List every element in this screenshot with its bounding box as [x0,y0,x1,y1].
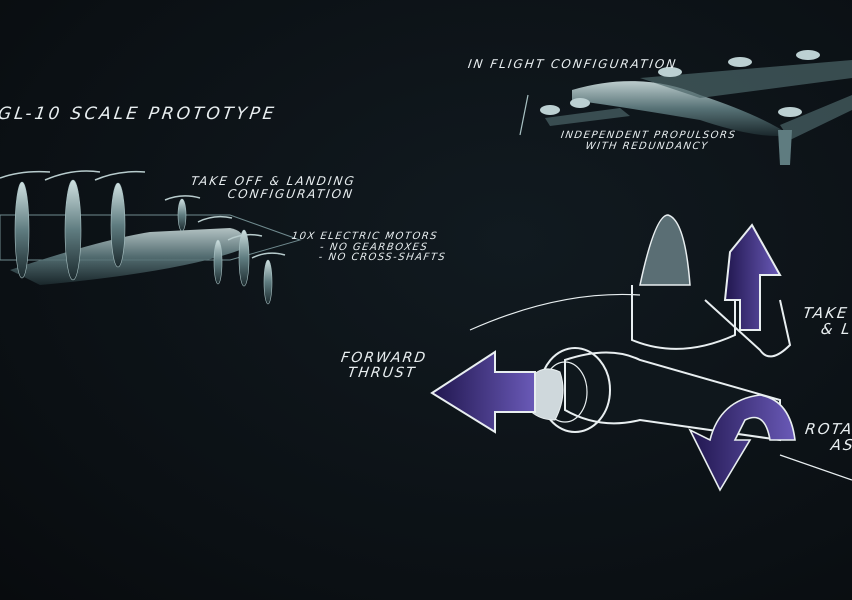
takeoff-aircraft-sketch [0,170,302,305]
forward-thrust-line2: THRUST [346,364,418,381]
takeoff-label-line1: TAKE OFF & LANDING [189,174,357,188]
page-title: GL-10 SCALE PROTOTYPE [0,104,278,124]
in-flight-aircraft-sketch [519,50,852,165]
in-flight-heading: IN FLIGHT CONFIGURATION [467,57,679,71]
propulsor-detail-sketch [430,214,852,492]
motors-note: 10X ELECTRIC MOTORS - NO GEARBOXES - NO … [288,231,450,264]
takeoff-landing-arrow-label: TAKE & L [800,304,852,338]
takeoff-landing-label: TAKE OFF & LANDING CONFIGURATION [188,174,357,201]
motors-note-line3: - NO CROSS-SHAFTS [317,252,447,263]
forward-thrust-line1: FORWARD [339,350,429,366]
propulsors-note-line1: INDEPENDENT PROPULSORS [560,130,737,141]
rotate-label: ROTA AS [802,420,852,454]
motors-note-line1: 10X ELECTRIC MOTORS [290,231,439,242]
propulsors-note: INDEPENDENT PROPULSORS WITH REDUNDANCY [559,130,737,152]
rotate-line2: AS [829,435,852,454]
forward-thrust-label: FORWARD THRUST [338,350,429,381]
takeoff-label-line2: CONFIGURATION [226,186,356,201]
takeoff-arrow-line2: & L [819,319,852,338]
propulsors-note-line2: WITH REDUNDANCY [584,140,710,152]
